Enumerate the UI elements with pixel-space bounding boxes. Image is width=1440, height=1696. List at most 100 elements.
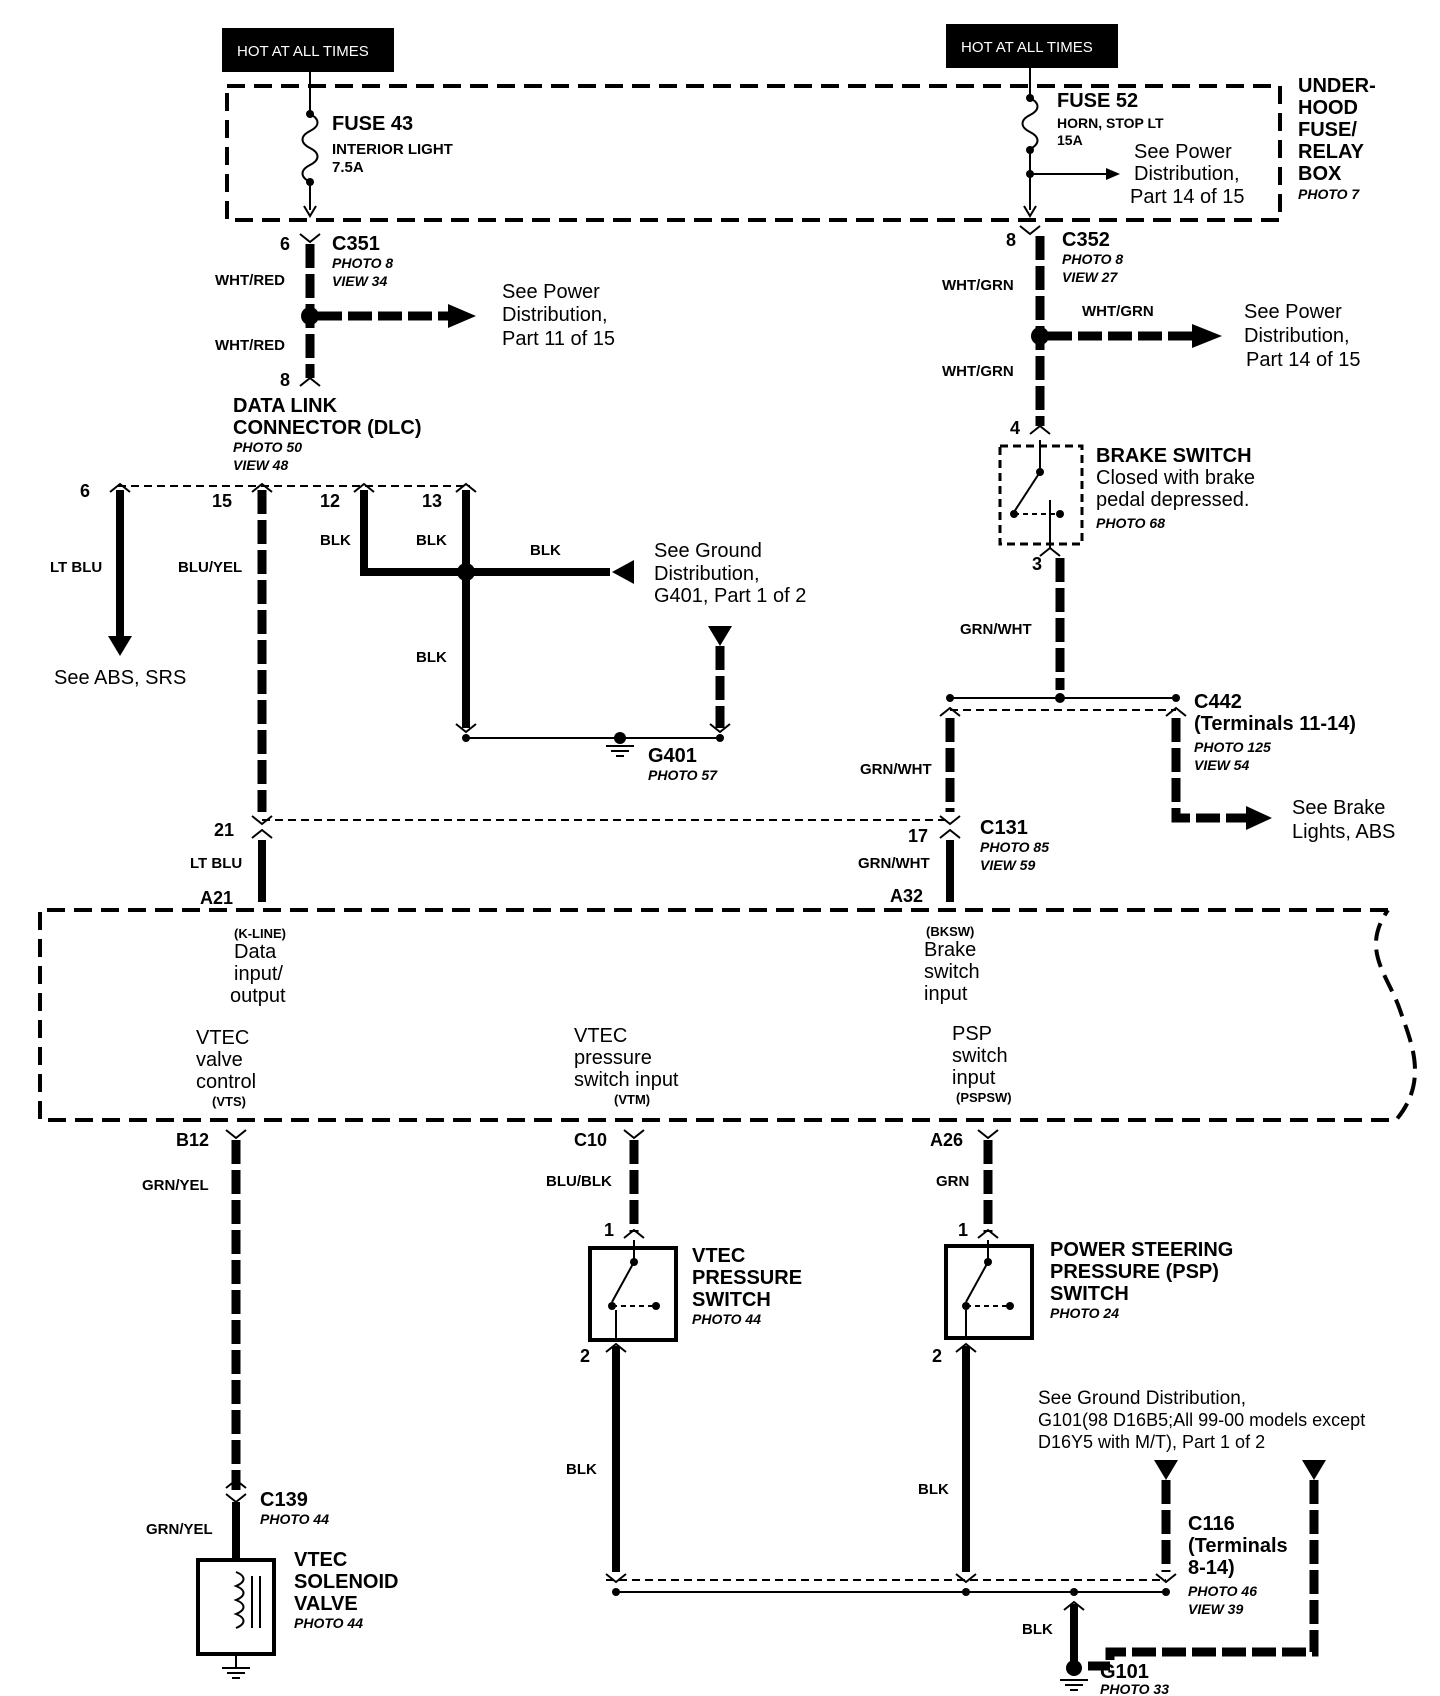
svg-text:C116: C116 xyxy=(1188,1513,1235,1535)
svg-text:SWITCH: SWITCH xyxy=(1050,1283,1129,1305)
svg-text:8: 8 xyxy=(1006,230,1016,250)
svg-text:See Power: See Power xyxy=(502,281,600,303)
svg-text:See Ground: See Ground xyxy=(654,540,762,562)
underhood-fuse-box-label: UNDER- HOOD FUSE/ RELAY BOX PHOTO 7 xyxy=(1298,75,1376,202)
ecm-frame xyxy=(38,908,1418,1122)
svg-text:POWER STEERING: POWER STEERING xyxy=(1050,1239,1233,1261)
fuse-43: FUSE 43 INTERIOR LIGHT 7.5A xyxy=(301,82,453,218)
svg-text:Part 14 of 15: Part 14 of 15 xyxy=(1130,186,1245,208)
svg-text:FUSE 52: FUSE 52 xyxy=(1057,90,1138,112)
svg-text:GRN: GRN xyxy=(936,1173,969,1190)
svg-text:Lights, ABS: Lights, ABS xyxy=(1292,821,1395,843)
svg-text:Part 11 of 15: Part 11 of 15 xyxy=(502,328,615,350)
svg-text:GRN/WHT: GRN/WHT xyxy=(960,621,1032,638)
svg-text:D16Y5 with M/T), Part 1 of 2: D16Y5 with M/T), Part 1 of 2 xyxy=(1038,1432,1265,1452)
svg-text:VIEW 27: VIEW 27 xyxy=(1062,269,1118,285)
ground-g401: G401 PHOTO 57 xyxy=(606,732,718,783)
svg-text:1: 1 xyxy=(958,1220,968,1240)
svg-text:G101: G101 xyxy=(1100,1661,1149,1683)
svg-text:PHOTO 33: PHOTO 33 xyxy=(1100,1681,1169,1696)
fuse-52: FUSE 52 HORN, STOP LT 15A See Power Dist… xyxy=(1021,78,1245,218)
svg-text:PRESSURE: PRESSURE xyxy=(692,1267,802,1289)
svg-text:4: 4 xyxy=(1010,418,1020,438)
underhood-fuse-box-frame xyxy=(225,84,1282,222)
svg-text:input: input xyxy=(924,983,968,1005)
svg-text:PHOTO 44: PHOTO 44 xyxy=(294,1615,363,1631)
svg-text:(K-LINE): (K-LINE) xyxy=(234,926,286,941)
svg-text:FUSE 43: FUSE 43 xyxy=(332,113,413,135)
svg-text:LT BLU: LT BLU xyxy=(190,855,242,872)
svg-text:GRN/WHT: GRN/WHT xyxy=(860,761,932,778)
svg-text:Distribution,: Distribution, xyxy=(654,563,760,585)
ecm-k-line: (K-LINE) Data input/ output xyxy=(230,926,286,1007)
svg-text:PHOTO 57: PHOTO 57 xyxy=(648,767,718,783)
hot-label-left: HOT AT ALL TIMES xyxy=(237,43,369,60)
svg-text:VTEC: VTEC xyxy=(574,1025,627,1047)
ecm-vts: VTEC valve control (VTS) xyxy=(196,1027,256,1109)
svg-text:PSP: PSP xyxy=(952,1023,992,1045)
svg-text:See Power: See Power xyxy=(1134,141,1232,163)
svg-text:BLK: BLK xyxy=(320,532,351,549)
svg-text:BOX: BOX xyxy=(1298,163,1342,185)
svg-text:output: output xyxy=(230,985,286,1007)
svg-text:G401, Part 1 of 2: G401, Part 1 of 2 xyxy=(654,585,806,607)
ecm-pspsw: PSP switch input (PSPSW) xyxy=(952,1023,1012,1105)
svg-text:pedal depressed.: pedal depressed. xyxy=(1096,489,1249,511)
svg-text:See Ground Distribution,: See Ground Distribution, xyxy=(1038,1388,1246,1409)
svg-text:2: 2 xyxy=(580,1346,590,1366)
svg-text:BLU/YEL: BLU/YEL xyxy=(178,559,242,576)
svg-text:VTEC: VTEC xyxy=(692,1245,745,1267)
svg-text:INTERIOR LIGHT: INTERIOR LIGHT xyxy=(332,141,453,158)
svg-text:GRN/WHT: GRN/WHT xyxy=(858,855,930,872)
svg-text:VTEC: VTEC xyxy=(294,1549,347,1571)
psp-switch: POWER STEERING PRESSURE (PSP) SWITCH PHO… xyxy=(944,1239,1233,1340)
svg-text:WHT/RED: WHT/RED xyxy=(215,337,285,354)
svg-text:PHOTO 7: PHOTO 7 xyxy=(1298,186,1360,202)
svg-text:Part 14 of 15: Part 14 of 15 xyxy=(1246,349,1361,371)
svg-text:BLK: BLK xyxy=(530,542,561,559)
ground-dist-g401: See Ground Distribution, G401, Part 1 of… xyxy=(654,540,806,607)
hot-label-left-box xyxy=(222,28,394,72)
svg-text:PHOTO 44: PHOTO 44 xyxy=(692,1311,761,1327)
vtec-solenoid-valve: VTEC SOLENOID VALVE PHOTO 44 xyxy=(196,1549,398,1679)
svg-text:12: 12 xyxy=(320,491,340,511)
svg-text:8: 8 xyxy=(280,370,290,390)
svg-text:C351: C351 xyxy=(332,233,380,255)
connector-c139: C139 PHOTO 44 xyxy=(260,1489,329,1527)
svg-text:valve: valve xyxy=(196,1049,243,1071)
svg-text:C10: C10 xyxy=(574,1130,607,1150)
svg-text:switch: switch xyxy=(924,961,980,983)
svg-text:17: 17 xyxy=(908,826,928,846)
svg-text:VIEW 54: VIEW 54 xyxy=(1194,757,1249,773)
svg-text:PHOTO 68: PHOTO 68 xyxy=(1096,515,1165,531)
svg-text:(BKSW): (BKSW) xyxy=(926,924,974,939)
svg-text:RELAY: RELAY xyxy=(1298,141,1365,163)
svg-text:BLK: BLK xyxy=(416,532,447,549)
svg-text:Brake: Brake xyxy=(924,939,976,961)
svg-text:8-14): 8-14) xyxy=(1188,1557,1235,1579)
svg-text:switch: switch xyxy=(952,1045,1008,1067)
svg-text:PHOTO 46: PHOTO 46 xyxy=(1188,1583,1257,1599)
hot-label-right-box xyxy=(946,24,1118,68)
svg-text:VIEW 34: VIEW 34 xyxy=(332,273,387,289)
svg-text:GRN/YEL: GRN/YEL xyxy=(146,1521,213,1538)
svg-text:HORN, STOP LT: HORN, STOP LT xyxy=(1057,115,1164,131)
ground-dist-g101: See Ground Distribution, G101(98 D16B5;A… xyxy=(1038,1388,1365,1452)
svg-text:BLK: BLK xyxy=(1022,1621,1053,1638)
svg-text:input: input xyxy=(952,1067,996,1089)
svg-text:WHT/GRN: WHT/GRN xyxy=(942,277,1014,294)
svg-text:A26: A26 xyxy=(930,1130,963,1150)
connector-c442: C442 (Terminals 11-14) PHOTO 125 VIEW 54 xyxy=(1194,691,1356,773)
svg-text:input/: input/ xyxy=(234,963,283,985)
see-abs-srs: See ABS, SRS xyxy=(54,667,186,689)
svg-text:GRN/YEL: GRN/YEL xyxy=(142,1177,209,1194)
svg-text:BLK: BLK xyxy=(416,649,447,666)
svg-text:BLU/BLK: BLU/BLK xyxy=(546,1173,612,1190)
svg-text:A21: A21 xyxy=(200,888,233,908)
svg-text:C442: C442 xyxy=(1194,691,1242,713)
svg-text:(VTS): (VTS) xyxy=(212,1094,246,1109)
svg-text:VTEC: VTEC xyxy=(196,1027,249,1049)
svg-text:FUSE/: FUSE/ xyxy=(1298,119,1357,141)
svg-text:BLK: BLK xyxy=(918,1481,949,1498)
